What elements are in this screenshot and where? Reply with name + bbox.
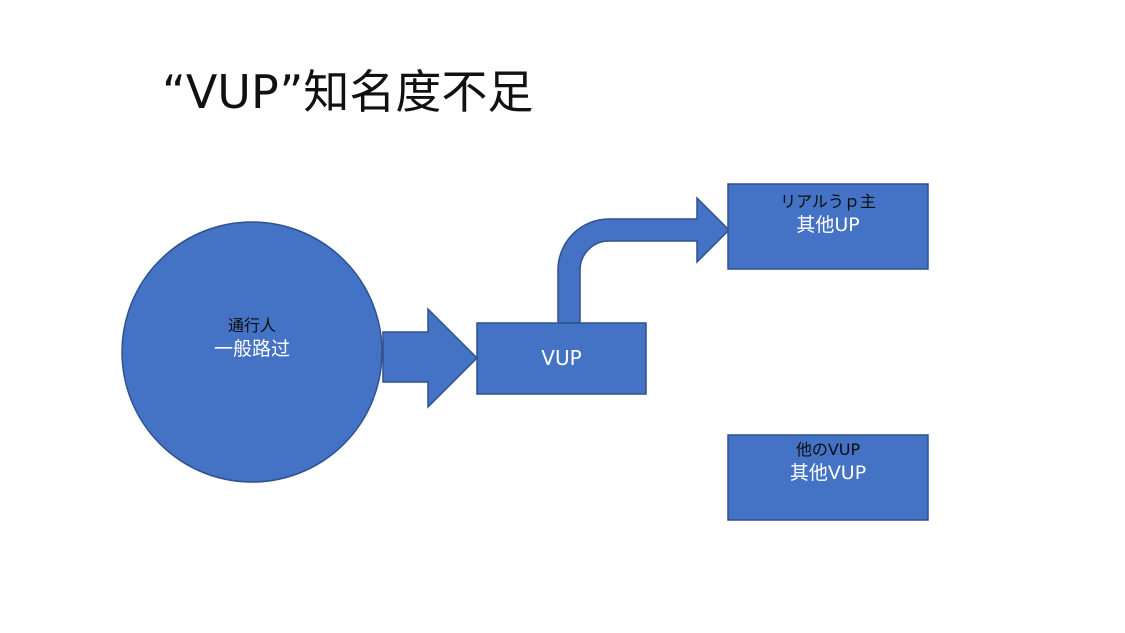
passerby-label: 通行人 一般路过 — [152, 316, 352, 362]
other-vup-label: 他のVUP 其他VUP — [728, 440, 928, 486]
vup-node — [476, 322, 647, 395]
other-up-label: リアルうｐ主 其他UP — [728, 192, 928, 238]
passerby-node — [121, 221, 383, 483]
other-vup-node — [727, 434, 929, 521]
arrow-passerby-to-vup — [382, 307, 479, 409]
other-up-node — [727, 183, 929, 270]
passerby-label-cn: 一般路过 — [213, 338, 290, 360]
slide-title: “VUP”知名度不足 — [162, 65, 534, 119]
other-vup-label-cn: 其他VUP — [789, 462, 867, 484]
other-vup-label-jp: 他のVUP — [795, 440, 861, 459]
arrow-vup-to-other-up — [557, 196, 731, 324]
other-up-label-cn: 其他UP — [796, 214, 860, 236]
passerby-label-jp: 通行人 — [227, 316, 276, 335]
other-up-label-jp: リアルうｐ主 — [780, 192, 876, 211]
vup-label: VUP — [541, 346, 582, 370]
